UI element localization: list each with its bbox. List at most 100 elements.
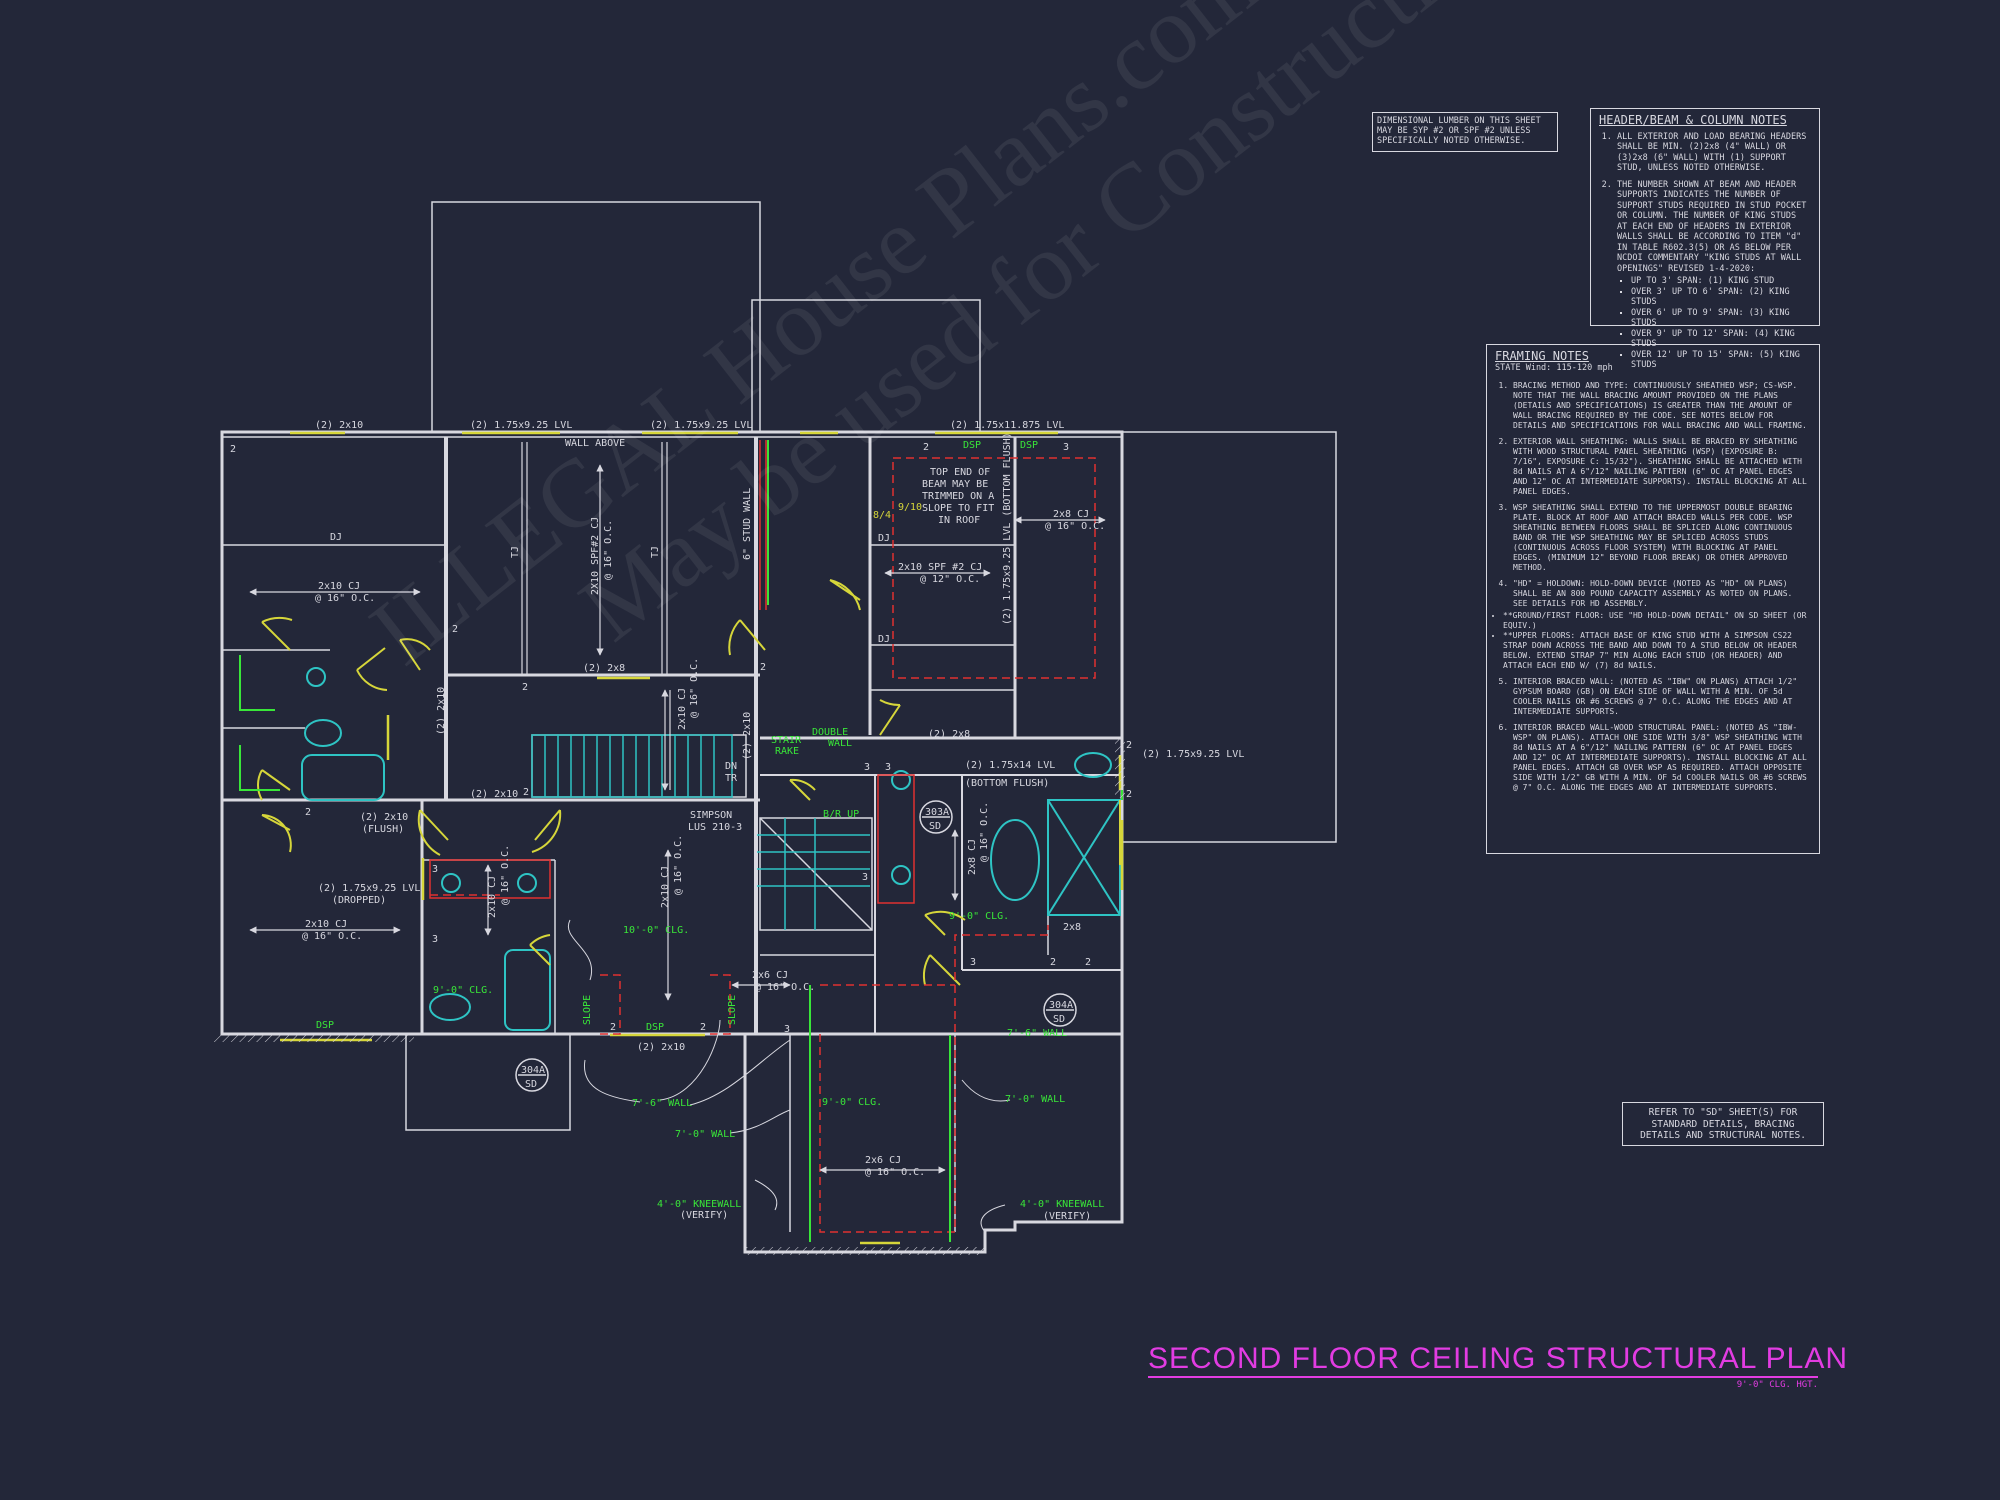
post-number: 3: [1063, 442, 1069, 453]
king-stud-item: OVER 6' UP TO 9' SPAN: (3) KING STUDS: [1631, 308, 1811, 329]
red-dashed-areas: [430, 457, 1096, 1233]
bottom-flush-label: (BOTTOM FLUSH): [965, 778, 1049, 789]
kneewall-label: 4'-0" KNEEWALL: [1020, 1199, 1104, 1210]
clg-label: 9'-0" CLG.: [949, 911, 1009, 922]
oc-label: @ 12" O.C.: [920, 574, 980, 585]
cj-label: 2X10 SPF#2 CJ: [590, 517, 601, 595]
stair-rake-label: RAKE: [775, 746, 799, 757]
framing-notes-list: BRACING METHOD AND TYPE: CONTINUOUSLY SH…: [1495, 381, 1811, 793]
beam-label: (2) 2x8: [583, 663, 625, 674]
framing-note-item: BRACING METHOD AND TYPE: CONTINUOUSLY SH…: [1513, 381, 1811, 431]
king-stud-item: UP TO 3' SPAN: (1) KING STUD: [1631, 276, 1811, 287]
beam-label: (2) 1.75x9.25 LVL: [650, 420, 752, 431]
cj-label: 2x8 CJ: [1053, 509, 1089, 520]
top-end-note: SLOPE TO FIT: [922, 503, 994, 514]
dj-label: DJ: [878, 533, 890, 544]
post-number: 2: [1126, 740, 1132, 751]
post-number: 3: [864, 762, 870, 773]
tj-label: TJ: [650, 546, 661, 558]
oc-label: @ 16" O.C.: [755, 982, 815, 993]
wall-height-label: 7'-0" WALL: [675, 1129, 735, 1140]
cj-label: 2x10 SPF #2 CJ: [898, 562, 982, 573]
kneewall-label: 4'-0" KNEEWALL: [657, 1199, 741, 1210]
post-number: 2: [760, 662, 766, 673]
holdown-bullet: **GROUND/FIRST FLOOR: USE "HD HOLD-DOWN …: [1503, 611, 1811, 631]
dimension-text: (2) 2x10 (2) 1.75x9.25 LVL (2) 1.75x9.25…: [230, 420, 1244, 1222]
oc-label: @ 16" O.C.: [673, 835, 684, 895]
cj-label: 2x10 CJ: [487, 876, 498, 918]
framing-note-item: "HD" = HOLDOWN: HOLD-DOWN DEVICE (NOTED …: [1503, 579, 1811, 671]
top-end-note: IN ROOF: [938, 515, 980, 526]
joist-arrows: [249, 442, 1106, 1174]
post-number: 3: [885, 762, 891, 773]
oc-label: @ 16" O.C.: [1045, 521, 1105, 532]
beam-label: 2x8: [1063, 922, 1081, 933]
cj-label: 2x6 CJ: [752, 970, 788, 981]
lumber-note: DIMENSIONAL LUMBER ON THIS SHEET MAY BE …: [1372, 112, 1558, 152]
king-stud-item: OVER 3' UP TO 6' SPAN: (2) KING STUDS: [1631, 287, 1811, 308]
post-number: 2: [452, 624, 458, 635]
dj-label: DJ: [878, 634, 890, 645]
wall-above-label: WALL ABOVE: [565, 438, 625, 449]
dj-label: DJ: [330, 532, 342, 543]
pitch-label: 8/4: [873, 510, 891, 521]
tr-label: TR: [725, 773, 738, 784]
beam-label: (2) 2x10: [637, 1042, 685, 1053]
cj-label: 2x10 CJ: [677, 688, 688, 730]
beam-label: (2) 2x10: [742, 712, 753, 760]
cj-label: 2x10 CJ: [318, 581, 360, 592]
dsp-label: DSP: [316, 1020, 334, 1031]
ref-label: SD: [929, 821, 941, 832]
top-end-note: TRIMMED ON A: [922, 491, 994, 502]
door-swings: [257, 579, 1121, 986]
framing-notes-heading: FRAMING NOTES: [1495, 349, 1589, 363]
double-wall-label: WALL: [828, 738, 852, 749]
double-wall-label: DOUBLE: [812, 727, 848, 738]
verify-label: (VERIFY): [680, 1210, 728, 1221]
cj-label: 2x10 CJ: [660, 866, 671, 908]
beam-label: (2) 2x10: [315, 420, 363, 431]
slope-label: SLOPE: [582, 995, 593, 1025]
beam-label: (2) 2x10: [360, 812, 408, 823]
oc-label: @ 16" O.C.: [689, 658, 700, 718]
post-number: 2: [230, 444, 236, 455]
beam-label: (2) 1.75x9.25 LVL: [470, 420, 572, 431]
post-number: 3: [432, 934, 438, 945]
cj-label: 2x8 CJ: [967, 839, 978, 875]
green-text: DSP DSP DSP DSP STAIR RAKE DOUBLE WALL B…: [316, 440, 1104, 1210]
cj-label: 2x6 CJ: [865, 1155, 901, 1166]
flush-label: (FLUSH): [362, 824, 404, 835]
ref-label: 303A: [925, 807, 949, 818]
post-number: 2: [523, 787, 529, 798]
tj-label: TJ: [510, 546, 521, 558]
ref-label: SD: [525, 1079, 537, 1090]
clg-label: 10'-0" CLG.: [623, 925, 689, 936]
post-number: 2: [1050, 957, 1056, 968]
dn-label: DN: [725, 761, 737, 772]
leader-lines: [567, 919, 1011, 1233]
lumber-note-text: DIMENSIONAL LUMBER ON THIS SHEET MAY BE …: [1377, 116, 1541, 146]
ref-label: SD: [1053, 1014, 1065, 1025]
refer-note-text: REFER TO "SD" SHEET(S) FOR STANDARD DETA…: [1640, 1107, 1806, 1141]
header-notes-heading: HEADER/BEAM & COLUMN NOTES: [1599, 113, 1787, 127]
verify-label: (VERIFY): [1043, 1211, 1091, 1222]
post-number: 2: [610, 1022, 616, 1033]
red-solid-walls: [429, 440, 915, 904]
beam-label: (2) 2x8: [928, 729, 970, 740]
oc-label: @ 16" O.C.: [979, 802, 990, 862]
header-notes-box: HEADER/BEAM & COLUMN NOTES ALL EXTERIOR …: [1590, 108, 1820, 370]
beam-label: (2) 2x10: [436, 687, 447, 735]
sheet-subtitle: 9'-0" CLG. HGT.: [1736, 1380, 1818, 1390]
lvl-label: (2) 1.75x9.25 LVL (BOTTOM FLUSH): [1002, 432, 1013, 625]
ref-label: 304A: [521, 1065, 545, 1076]
oc-label: @ 16" O.C.: [302, 931, 362, 942]
header-notes-list: ALL EXTERIOR AND LOAD BEARING HEADERS SH…: [1599, 132, 1811, 275]
clg-label: 9'-0" CLG.: [433, 985, 493, 996]
beam-label: (2) 1.75x11.875 LVL: [950, 420, 1064, 431]
beam-label: (2) 1.75x14 LVL: [965, 760, 1055, 771]
wall-height-label: 7'-0" WALL: [1005, 1094, 1065, 1105]
post-number: 2: [923, 442, 929, 453]
post-number: 2: [700, 1022, 706, 1033]
dropped-label: (DROPPED): [332, 895, 386, 906]
